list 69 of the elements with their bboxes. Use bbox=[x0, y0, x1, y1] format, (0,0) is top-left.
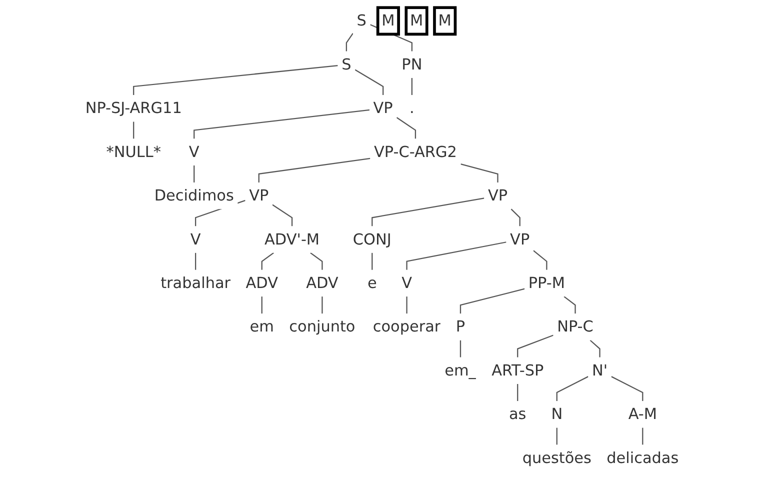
node-box: M bbox=[376, 6, 400, 36]
node-text: PN bbox=[402, 55, 422, 74]
connector bbox=[590, 340, 600, 358]
connector bbox=[510, 208, 520, 226]
connector bbox=[460, 340, 462, 358]
node-text: cooperar bbox=[372, 317, 441, 336]
node-text: e bbox=[367, 274, 377, 292]
node-text: ART-SP bbox=[492, 361, 544, 380]
node-text: A-M bbox=[628, 404, 657, 423]
node-text: V bbox=[402, 274, 412, 292]
connector bbox=[460, 164, 498, 182]
connector bbox=[354, 69, 384, 96]
connector bbox=[261, 296, 262, 314]
node-text: S bbox=[356, 11, 366, 30]
connector bbox=[322, 296, 323, 314]
connector bbox=[517, 384, 518, 402]
connector bbox=[258, 158, 370, 182]
node-text: VP-C-ARG2 bbox=[374, 142, 457, 161]
connector bbox=[372, 198, 484, 226]
node-box: M bbox=[433, 6, 457, 36]
connector bbox=[133, 64, 338, 96]
node-box: M bbox=[404, 6, 428, 36]
connector bbox=[194, 109, 370, 139]
node-text: N' bbox=[592, 361, 608, 380]
node-text: PP-M bbox=[528, 274, 566, 292]
node-text: VP bbox=[373, 98, 393, 117]
connector bbox=[564, 296, 576, 314]
connector bbox=[194, 165, 195, 182]
connector bbox=[460, 288, 525, 314]
node-text: conjunto bbox=[289, 317, 356, 336]
node-text: trabalhar bbox=[160, 274, 231, 292]
connector bbox=[310, 252, 323, 270]
connector bbox=[406, 296, 408, 314]
node-text: VP bbox=[249, 186, 269, 204]
node-text: ADV'-M bbox=[264, 230, 320, 248]
connector bbox=[517, 334, 554, 358]
node-text: N bbox=[551, 404, 563, 423]
connector bbox=[556, 428, 558, 445]
node-text: as bbox=[508, 404, 526, 423]
connector bbox=[533, 250, 548, 270]
connector bbox=[372, 252, 373, 270]
node-text: ADV bbox=[246, 274, 278, 292]
connector bbox=[396, 117, 416, 139]
node-text: S bbox=[342, 55, 352, 74]
connector bbox=[611, 376, 644, 402]
node-text: em_ bbox=[444, 361, 476, 380]
node-text: V bbox=[190, 230, 201, 248]
node-text: VP bbox=[510, 230, 530, 248]
node-text: CONJ bbox=[352, 230, 392, 248]
connector bbox=[556, 376, 588, 402]
node-text: em bbox=[250, 317, 274, 336]
connector bbox=[133, 122, 134, 139]
node-text: questões bbox=[522, 448, 592, 467]
node-text: P bbox=[456, 317, 466, 336]
node-text: NP-C bbox=[557, 317, 594, 336]
connector bbox=[642, 428, 644, 445]
node-text: delicadas bbox=[606, 448, 679, 467]
node-text: *NULL* bbox=[106, 142, 161, 161]
connector bbox=[411, 78, 412, 96]
node-text: V bbox=[188, 142, 200, 161]
node-text: VP bbox=[488, 186, 508, 204]
node-text: . bbox=[410, 98, 414, 117]
node-text: ADV bbox=[306, 274, 338, 292]
connector bbox=[346, 33, 354, 52]
connector bbox=[272, 204, 293, 226]
connector bbox=[261, 252, 274, 270]
node-text: NP-SJ-ARG11 bbox=[85, 98, 182, 117]
connector bbox=[195, 252, 196, 270]
connector bbox=[406, 242, 506, 270]
